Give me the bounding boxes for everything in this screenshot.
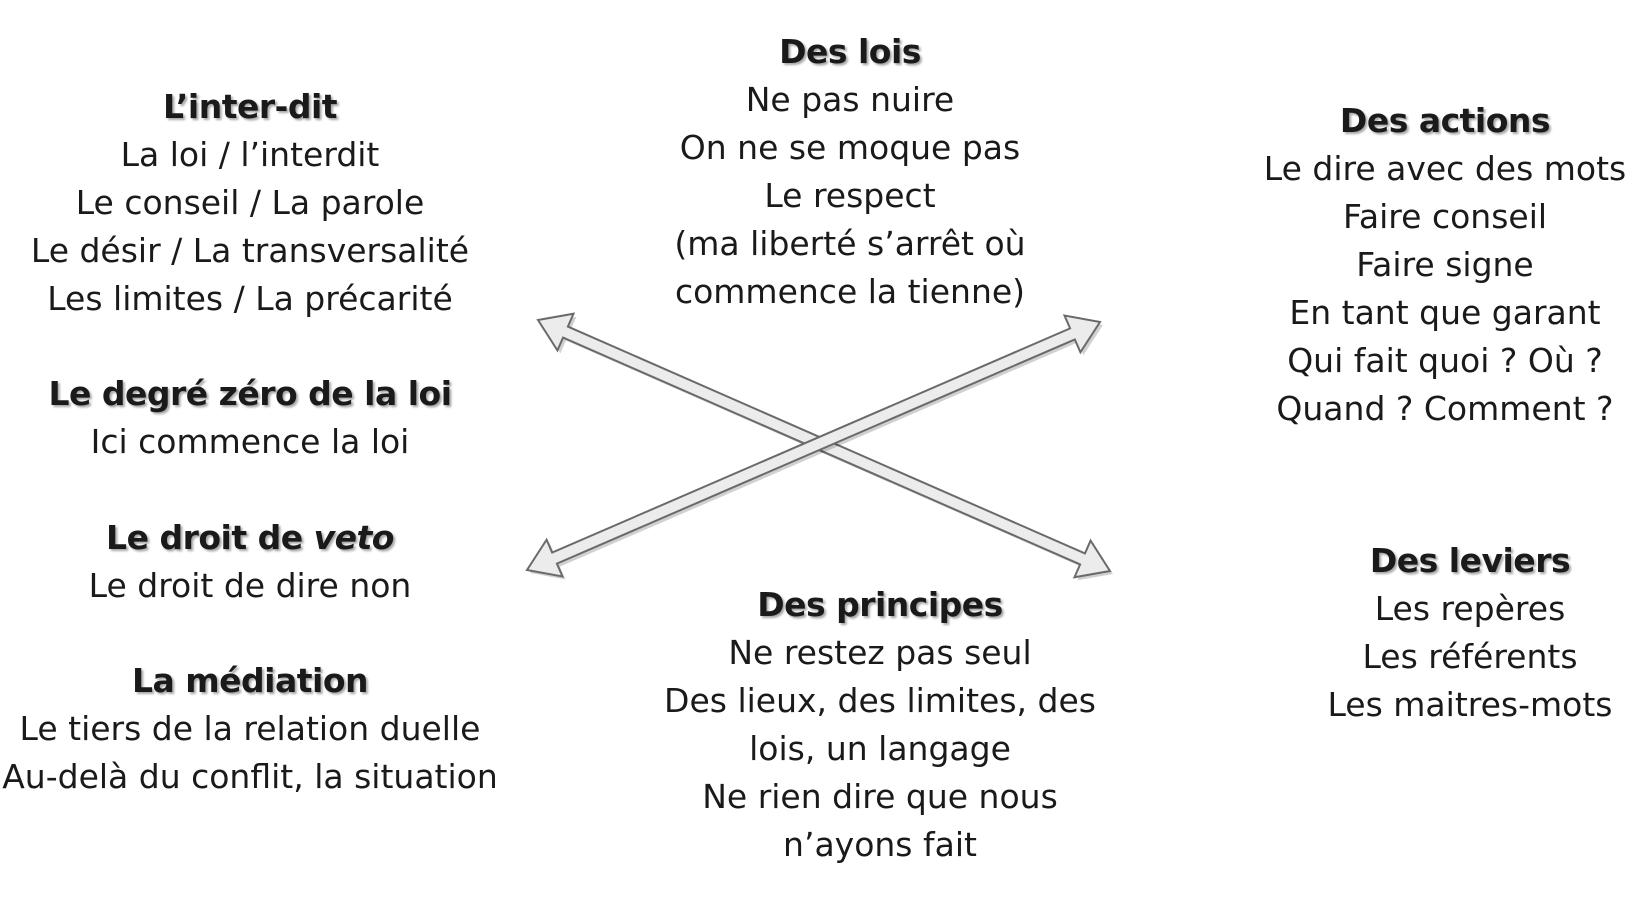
droit-veto-title-prefix: Le droit de	[106, 518, 314, 557]
block-lois: Des lois Ne pas nuire On ne se moque pas…	[620, 28, 1080, 316]
droit-veto-line: Le droit de dire non	[88, 566, 412, 605]
block-actions: Des actions Le dire avec des mots Faire …	[1240, 97, 1650, 433]
double-arrow-up-icon	[525, 314, 1102, 578]
actions-line: Faire signe	[1356, 245, 1534, 284]
block-principes: Des principes Ne restez pas seul Des lie…	[620, 581, 1140, 869]
droit-veto-title-italic: veto	[313, 518, 395, 557]
leviers-line: Les référents	[1362, 637, 1578, 676]
actions-line: Faire conseil	[1342, 197, 1548, 236]
actions-line: Qui fait quoi ? Où ?	[1287, 341, 1603, 380]
actions-line: Le dire avec des mots	[1263, 149, 1627, 188]
block-degre-zero: Le degré zéro de la loi Ici commence la …	[0, 370, 500, 466]
lois-title: Des lois	[779, 32, 921, 71]
leviers-line: Les maitres-mots	[1327, 685, 1613, 724]
interdit-line: La loi / l’interdit	[120, 135, 380, 174]
block-mediation: La médiation Le tiers de la relation due…	[0, 657, 500, 801]
block-interdit: L’inter-dit La loi / l’interdit Le conse…	[0, 83, 500, 323]
lois-line: Le respect	[764, 176, 936, 215]
interdit-line: Les limites / La précarité	[47, 279, 453, 318]
actions-title: Des actions	[1339, 101, 1551, 140]
lois-line: commence la tienne)	[674, 272, 1026, 311]
interdit-line: Le désir / La transversalité	[30, 231, 470, 270]
interdit-line: Le conseil / La parole	[75, 183, 425, 222]
degre-zero-line: Ici commence la loi	[90, 422, 410, 461]
lois-line: On ne se moque pas	[679, 128, 1021, 167]
block-droit-veto: Le droit de veto Le droit de dire non	[0, 514, 500, 610]
actions-line: Quand ? Comment ?	[1276, 389, 1614, 428]
principes-line: Des lieux, des limites, des	[664, 681, 1096, 720]
actions-line: En tant que garant	[1289, 293, 1601, 332]
lois-line: Ne pas nuire	[745, 80, 955, 119]
interdit-title: L’inter-dit	[162, 87, 338, 126]
principes-title: Des principes	[757, 585, 1003, 624]
principes-line: Ne restez pas seul	[728, 633, 1032, 672]
lois-line: (ma liberté s’arrêt où	[674, 224, 1026, 263]
droit-veto-title: Le droit de veto	[0, 514, 500, 562]
mediation-line: Le tiers de la relation duelle	[19, 709, 481, 748]
principes-line: lois, un langage	[749, 729, 1011, 768]
leviers-line: Les repères	[1374, 589, 1566, 628]
mediation-title: La médiation	[131, 661, 369, 700]
degre-zero-title: Le degré zéro de la loi	[48, 374, 452, 413]
leviers-title: Des leviers	[1369, 541, 1571, 580]
mediation-line: Au-delà du conflit, la situation	[2, 757, 498, 796]
principes-line: n’ayons fait	[783, 825, 977, 864]
block-leviers: Des leviers Les repères Les référents Le…	[1300, 537, 1640, 729]
principes-line: Ne rien dire que nous	[702, 777, 1058, 816]
